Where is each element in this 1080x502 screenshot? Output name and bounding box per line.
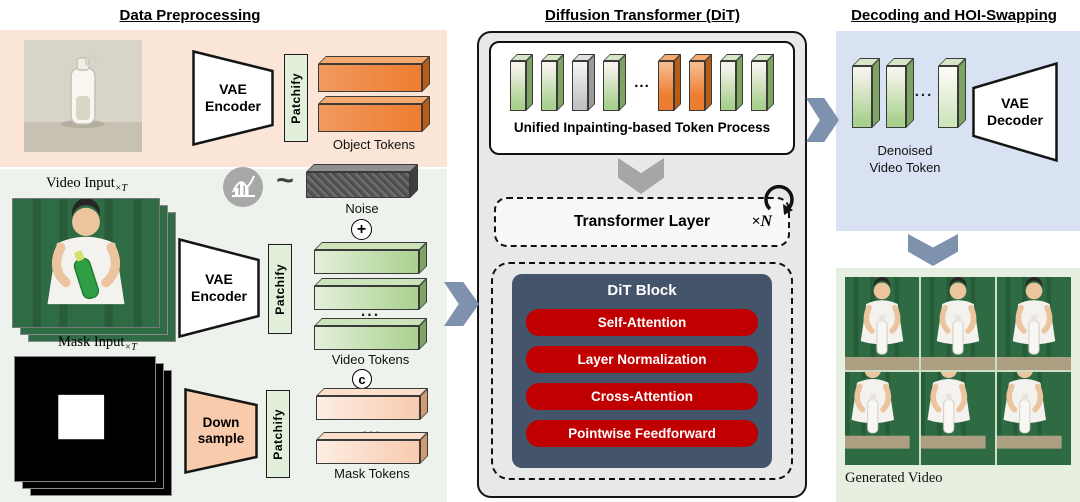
generated-frame-1 — [845, 277, 919, 370]
object-input-image — [24, 40, 142, 152]
section-title-diffusion-transformer: Diffusion Transformer (DiT) — [544, 7, 740, 24]
section-title-data-preprocessing: Data Preprocessing — [119, 7, 261, 24]
video-token-bar-2 — [314, 278, 427, 310]
unified-token-process-box: ... Unified Inpainting-based Token Proce… — [489, 41, 795, 155]
vae-encoder-object-label-line2: Encoder — [204, 98, 261, 114]
dit-block-title: DiT Block — [607, 282, 677, 299]
preprocessing-to-dit-arrow — [444, 282, 479, 326]
dit-to-decoding-arrow — [806, 98, 839, 142]
video-tokens-ellipsis: ... — [360, 303, 381, 320]
denoised-tokens-ellipsis: ... — [914, 83, 934, 100]
video-input-multiplier: ×T — [114, 182, 128, 194]
denoised-label-line2: Video Token — [869, 160, 941, 175]
mask-input-label-text: Mask Input — [58, 334, 125, 350]
vae-decoder-label-line2: Decoder — [986, 112, 1044, 128]
pointwise-feedforward-layer: Pointwise Feedforward — [526, 420, 758, 447]
sampled-from-tilde: ~ — [276, 164, 294, 197]
decoder-to-generated-arrow — [908, 234, 958, 266]
generated-frame-5 — [921, 372, 995, 465]
unified-token-row: ... — [510, 54, 774, 111]
generated-frame-2 — [921, 277, 995, 370]
video-input-image — [12, 198, 160, 328]
generated-video-frames — [845, 277, 1071, 465]
unified-token-green-1 — [510, 54, 534, 111]
noise-distribution-icon — [222, 166, 264, 208]
vae-encoder-video: VAE Encoder — [178, 237, 260, 339]
patchify-mask-label: Patchify — [271, 408, 285, 460]
downsample-label-line1: Down — [202, 415, 240, 430]
vae-decoder: VAE Decoder — [972, 61, 1058, 163]
unified-token-green-2 — [541, 54, 565, 111]
video-tokens-label: Video Tokens — [331, 352, 410, 367]
section-title-decoding-hoi-swapping: Decoding and HOI-Swapping — [851, 7, 1057, 24]
denoised-token-bar-2 — [886, 58, 914, 128]
denoised-token-bar-3 — [938, 58, 966, 128]
recurrence-loop-icon — [764, 184, 794, 215]
mask-input-label: Mask Input×T — [58, 334, 137, 353]
downsample-block: Down sample — [184, 387, 258, 475]
object-token-bar-1 — [318, 56, 430, 92]
patchify-video: Patchify — [268, 244, 292, 334]
mask-input-image — [14, 356, 156, 482]
unified-token-process-label: Unified Inpainting-based Token Process — [513, 120, 771, 135]
video-input-label-text: Video Input — [46, 175, 115, 191]
transformer-layer-label: Transformer Layer — [573, 213, 711, 230]
downsample-label-line2: sample — [197, 431, 245, 446]
mask-token-bar-2 — [316, 432, 428, 464]
mask-input-multiplier: ×T — [124, 341, 137, 353]
generated-video-label: Generated Video — [845, 470, 943, 486]
mask-tokens-label: Mask Tokens — [334, 466, 410, 481]
video-token-bar-3 — [314, 318, 427, 350]
object-tokens-label: Object Tokens — [332, 137, 416, 152]
cross-attention-layer: Cross-Attention — [526, 383, 758, 410]
vae-encoder-video-label-line2: Encoder — [190, 288, 247, 304]
noise-label: Noise — [345, 201, 379, 216]
video-input-label: Video Input×T — [46, 175, 127, 194]
patchify-mask: Patchify — [266, 390, 290, 478]
repeat-times-label: ×N — [751, 213, 772, 230]
dit-block-outer — [491, 262, 793, 480]
unified-token-orange-1 — [657, 54, 681, 111]
unified-token-ellipsis: ... — [634, 74, 650, 91]
unified-token-orange-2 — [688, 54, 712, 111]
vae-encoder-object-label-line1: VAE — [219, 81, 247, 97]
generated-frame-6 — [997, 372, 1071, 465]
unified-token-gray-1 — [572, 54, 596, 111]
noise-token-bar — [306, 164, 418, 198]
vae-encoder-object: VAE Encoder — [192, 49, 274, 147]
patchify-object: Patchify — [284, 54, 308, 142]
mask-token-bar-1 — [316, 388, 428, 420]
unified-token-green-5 — [750, 54, 774, 111]
add-operator-glyph: + — [356, 220, 367, 238]
video-token-bar-1 — [314, 242, 427, 274]
concat-operator-glyph: c — [358, 371, 366, 387]
denoised-token-bar-1 — [852, 58, 880, 128]
layer-normalization-layer: Layer Normalization — [526, 346, 758, 373]
generated-frame-3 — [997, 277, 1071, 370]
unified-token-green-4 — [719, 54, 743, 111]
object-token-bar-2 — [318, 96, 430, 132]
vae-decoder-label-line1: VAE — [1001, 95, 1029, 111]
transformer-layer-box: Transformer Layer ×N — [494, 184, 794, 247]
self-attention-layer: Self-Attention — [526, 309, 758, 336]
patchify-object-label: Patchify — [289, 72, 303, 124]
patchify-video-label: Patchify — [273, 263, 287, 315]
denoised-video-token-label: Denoised Video Token — [838, 142, 972, 176]
concat-operator: c — [352, 369, 372, 389]
vae-encoder-video-label-line1: VAE — [205, 271, 233, 287]
dit-block: DiT Block Self-Attention Layer Normaliza… — [512, 274, 772, 468]
add-operator: + — [351, 219, 372, 240]
generated-frame-4 — [845, 372, 919, 465]
unified-token-green-3 — [603, 54, 627, 111]
denoised-label-line1: Denoised — [877, 143, 933, 158]
